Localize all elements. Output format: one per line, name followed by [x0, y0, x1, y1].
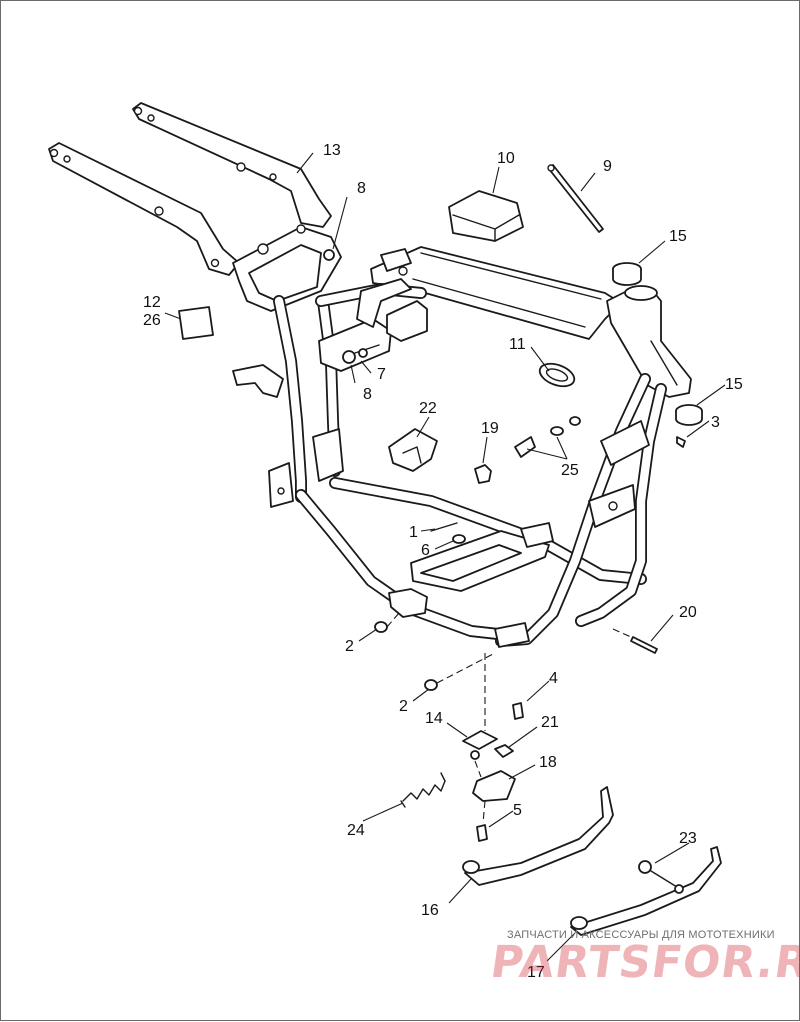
part-15-bearing-lower: [675, 404, 703, 426]
callout-5: 5: [513, 802, 522, 819]
watermark-logo: PARTSFOR.RU: [487, 937, 800, 988]
callout-7: 7: [377, 366, 386, 383]
part-20-bolt: [630, 636, 658, 654]
callout-8-upper: 8: [357, 180, 366, 197]
callout-8-lower: 8: [363, 386, 372, 403]
callout-labels: 13 8 10 9 15 12 26 11 7 8 15 3 22 19 25 …: [143, 142, 743, 981]
callout-24: 24: [347, 822, 365, 839]
part-2-bushing-upper: [374, 621, 388, 633]
callout-4: 4: [549, 670, 558, 687]
callout-15-upper: 15: [669, 228, 687, 245]
callout-3: 3: [711, 414, 720, 431]
part-21-nut: [494, 744, 514, 758]
part-10-cover: [448, 190, 524, 242]
callout-6: 6: [421, 542, 430, 559]
callout-18: 18: [539, 754, 557, 771]
callout-16: 16: [421, 902, 439, 919]
part-8-nut-upper: [323, 249, 335, 261]
watermark-caption: ЗАПЧАСТИ И АКСЕССУАРЫ ДЛЯ МОТОТЕХНИКИ: [507, 929, 775, 941]
callout-22: 22: [419, 400, 437, 417]
part-12-26-label: [178, 306, 214, 340]
part-16-jiffy-stand: [462, 786, 614, 886]
leader-lines: [164, 152, 726, 962]
part-23-bolt: [638, 860, 684, 894]
part-9-tie: [547, 164, 604, 233]
part-8-7-nut-bolt: [342, 344, 380, 364]
callout-20: 20: [679, 604, 697, 621]
callout-1: 1: [409, 524, 418, 541]
part-18-bracket: [472, 770, 516, 802]
callout-9: 9: [603, 158, 612, 175]
part-11-grommet: [538, 362, 576, 388]
part-25-fitting: [514, 416, 581, 458]
rear-fender-struts: [48, 102, 332, 276]
part-15-bearing-upper: [612, 262, 642, 286]
callout-15-lower: 15: [725, 376, 743, 393]
part-2-bushing-lower: [424, 679, 438, 691]
part-24-spring: [400, 772, 446, 808]
callout-21: 21: [541, 714, 559, 731]
callout-19: 19: [481, 420, 499, 437]
callout-17: 17: [527, 964, 545, 981]
part-1-6-bolt: [430, 522, 466, 544]
callout-10: 10: [497, 150, 515, 167]
callout-23: 23: [679, 830, 697, 847]
part-14-plate: [462, 730, 498, 760]
part-5-bolt: [476, 824, 488, 842]
part-3-screw: [676, 436, 686, 448]
callout-2-upper: 2: [345, 638, 354, 655]
callout-2-lower: 2: [399, 698, 408, 715]
part-19-plug: [474, 464, 492, 484]
callout-12: 12: [143, 294, 161, 311]
part-22-clip: [388, 428, 438, 472]
main-frame: [232, 224, 692, 648]
part-4-bolt: [512, 702, 524, 720]
callout-14: 14: [425, 710, 443, 727]
callout-26: 26: [143, 312, 161, 329]
callout-25: 25: [561, 462, 579, 479]
callout-13: 13: [323, 142, 341, 159]
assembly-lines: [386, 612, 632, 824]
callout-11: 11: [509, 336, 526, 353]
